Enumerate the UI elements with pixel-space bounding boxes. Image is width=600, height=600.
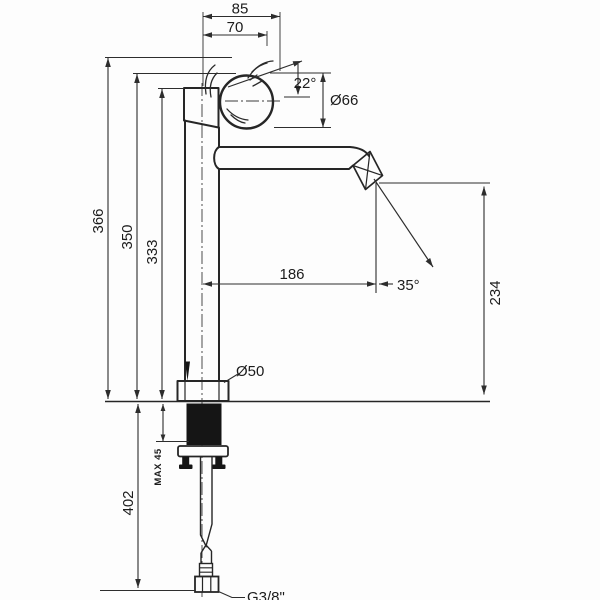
mounting-bolts: [179, 456, 226, 469]
under-counter-assembly: [177, 403, 229, 593]
dim-height-handle-top: 350: [119, 73, 236, 399]
dim-label-22deg: 22°: [294, 75, 317, 92]
dim-handle-top-width: 70: [203, 19, 268, 46]
dim-spout-to-deck: 234: [379, 182, 504, 395]
dim-under-deck-length: 402: [100, 404, 195, 591]
dim-handle-tilt-angle: 22°: [227, 60, 317, 98]
dim-label-35deg: 35°: [397, 277, 420, 294]
dim-supply-thread: G3/8": [218, 589, 285, 600]
dim-label-d50: Ø50: [236, 363, 264, 380]
dim-label-366: 366: [90, 208, 107, 233]
faucet-head-block: [183, 87, 220, 129]
centerlines: [201, 83, 281, 597]
spout-outlet: [352, 150, 384, 191]
dim-handle-diameter: Ø66: [270, 72, 358, 128]
dim-label-402: 402: [120, 490, 137, 515]
dim-height-total: 366: [90, 57, 232, 399]
dim-label-234: 234: [487, 280, 504, 305]
dim-height-body-top: 333: [144, 88, 184, 399]
supply-pipe: [194, 456, 220, 593]
handle-highlight-arcs: [204, 60, 274, 124]
faucet-body: [176, 60, 384, 402]
dim-label-g38: G3/8": [247, 589, 285, 600]
handle-knob-circle: [218, 74, 275, 130]
mounting-washer: [177, 445, 229, 458]
dim-label-70: 70: [227, 19, 244, 36]
threaded-shank: [186, 403, 222, 445]
dim-label-max45: MAX 45: [153, 448, 164, 486]
dim-spout-reach: 186: [203, 266, 376, 287]
dim-max-deck-thickness: MAX 45: [153, 404, 189, 486]
dim-base-diameter: Ø50: [223, 363, 264, 383]
dim-outlet-angle: 35°: [373, 178, 434, 294]
flange-mark: [185, 361, 190, 381]
dim-label-d66: Ø66: [330, 92, 358, 109]
dim-label-85: 85: [232, 1, 249, 18]
dim-label-186: 186: [279, 266, 304, 283]
dim-label-333: 333: [144, 239, 161, 264]
dim-label-350: 350: [119, 224, 136, 249]
connection-nut: [194, 575, 220, 593]
